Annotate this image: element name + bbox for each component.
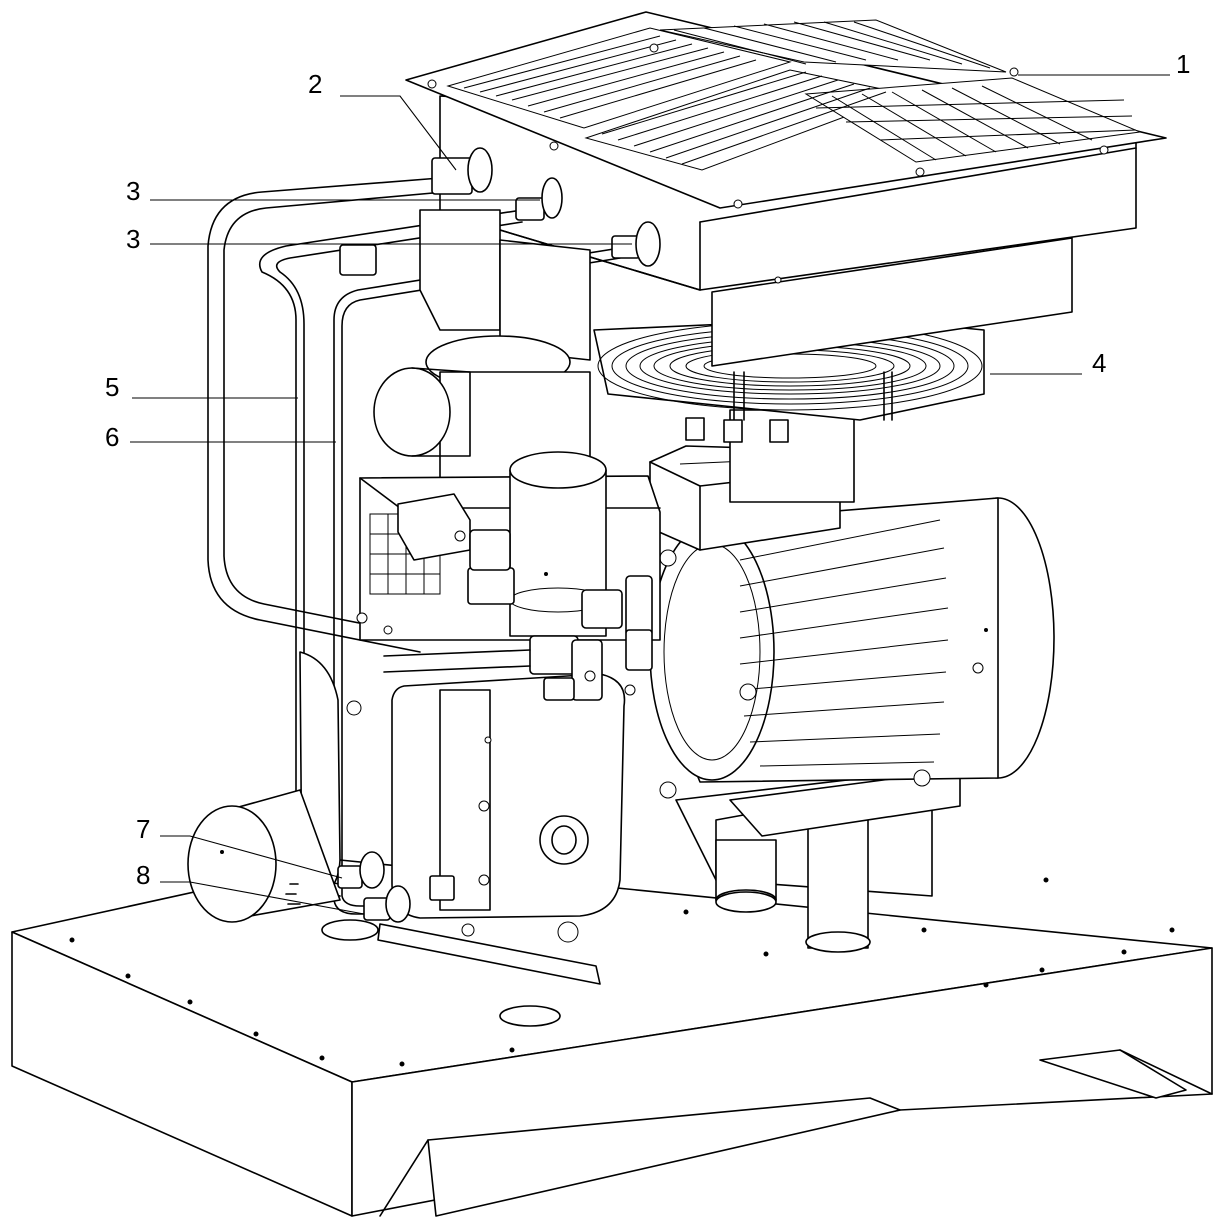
callout-7: 7 [136, 814, 150, 844]
electric-motor [649, 445, 1055, 953]
oil-pipe-loop [207, 177, 445, 653]
callout-4: 4 [1092, 348, 1106, 378]
callout-3-lower: 3 [126, 224, 140, 254]
motor-cooling-fins [739, 519, 949, 767]
pipe-6 [333, 247, 621, 915]
radiator-screws [427, 43, 1109, 284]
fan-motor-cables [685, 417, 789, 443]
callout-8: 8 [136, 860, 150, 890]
air-intake-filter [187, 789, 341, 923]
callout-5: 5 [105, 372, 119, 402]
callout-2: 2 [308, 69, 322, 99]
oil-separator-housing [373, 209, 591, 483]
callout-labels: 1 2 3 3 4 5 6 7 8 [105, 49, 1190, 890]
callout-3-upper: 3 [126, 176, 140, 206]
pipe-fittings [339, 147, 661, 276]
base-bolt-holes [69, 877, 1175, 1067]
callout-1: 1 [1176, 49, 1190, 79]
pressure-fittings [356, 575, 653, 701]
base-frame [11, 859, 1213, 1217]
radiator-grille [446, 19, 1142, 171]
bottom-fittings [337, 851, 411, 923]
callout-leaders [130, 74, 1170, 915]
callout-6: 6 [105, 422, 119, 452]
solenoid-valve [397, 493, 515, 605]
